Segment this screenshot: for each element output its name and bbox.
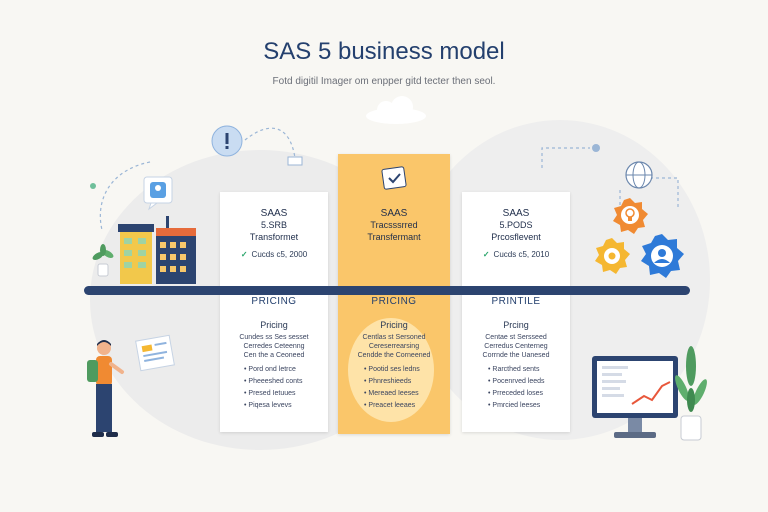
checkmark-icon: ✓ bbox=[240, 250, 248, 259]
plan-date: ✓Cucds c5, 2000 bbox=[240, 250, 308, 259]
plan-date: ✓Cucds c5, 2010 bbox=[482, 250, 550, 259]
desc-line: Cundes ss Ses sesset bbox=[239, 334, 309, 341]
feature-bullet: • Pord ond letrce bbox=[244, 366, 296, 373]
desc-line: Centlas st Sersoned bbox=[362, 334, 426, 341]
desc-line: Cerredes Ceteenng bbox=[243, 343, 305, 350]
section-heading: PRICING bbox=[371, 296, 417, 307]
feature-bullet: • Pootid ses ledns bbox=[364, 366, 420, 373]
desc-line: Corrnde the Uanesed bbox=[482, 352, 550, 359]
desc-line: Cen the a Ceoneed bbox=[243, 352, 305, 359]
feature-bullet: • Pheeeshed conts bbox=[244, 378, 303, 385]
plan-name-line2: 5.SRB bbox=[260, 220, 287, 230]
timeline-bar bbox=[84, 286, 690, 295]
plan-name-line2: 5.PODS bbox=[499, 220, 533, 230]
lightbulb-gear-icon bbox=[613, 198, 648, 234]
building-icon bbox=[156, 216, 196, 284]
plan-card-right[interactable]: SAAS 5.PODS Prcosflevent ✓Cucds c5, 2010 bbox=[462, 192, 570, 432]
section-subheading: Pricing bbox=[380, 320, 408, 330]
plan-name-line1: SAAS bbox=[380, 208, 408, 219]
section-heading: PRICING bbox=[251, 296, 297, 307]
page-title: SAS 5 business model bbox=[263, 38, 505, 65]
checkmark-badge-icon bbox=[381, 166, 407, 190]
pricing-section-featured: PRICING Pricing Centlas st Sersoned Cere… bbox=[338, 296, 450, 426]
desc-line: Cereserrearsing bbox=[368, 343, 420, 350]
feature-bullet: • Phnreshieeds bbox=[364, 378, 412, 385]
settings-gear-icon bbox=[595, 238, 630, 274]
feature-bullet: • Pocenrved leeds bbox=[488, 378, 545, 385]
feature-bullet: • Pmrcied leeses bbox=[488, 402, 541, 409]
plan-name-line2: Tracsssrred bbox=[370, 220, 418, 230]
plan-name-line3: Transformet bbox=[249, 232, 299, 242]
feature-bullet: • Mereaed Ieeses bbox=[364, 390, 419, 397]
plan-card-left[interactable]: SAAS 5.SRB Transformet ✓Cucds c5, 2000 bbox=[220, 192, 328, 432]
feature-bullet: • Rarcthed sents bbox=[488, 366, 540, 373]
plan-name-line3: Prcosflevent bbox=[491, 232, 541, 242]
monitor-chart-icon bbox=[592, 356, 678, 438]
desc-line: Cerredus Centerneg bbox=[484, 343, 548, 350]
chat-bubble-icon bbox=[143, 176, 173, 211]
plan-name-line1: SAAS bbox=[502, 208, 530, 219]
desc-line: Cendde the Corneened bbox=[357, 352, 431, 359]
globe-icon bbox=[625, 161, 653, 189]
person-figure-icon bbox=[87, 340, 124, 437]
feature-bullet: • Presed Ietuues bbox=[244, 390, 296, 397]
cloud-icon bbox=[366, 96, 426, 124]
section-subheading: Pricing bbox=[260, 320, 288, 330]
plant-icon-left bbox=[92, 244, 114, 277]
store-icon bbox=[118, 224, 154, 284]
pricing-section-left: PRICING Pricing Cundes ss Ses sesset Cer… bbox=[220, 296, 328, 426]
dashed-connector-left bbox=[90, 127, 303, 231]
section-heading: PRINTILE bbox=[491, 296, 541, 307]
document-card-icon bbox=[135, 334, 175, 372]
pricing-section-right: PRINTILE Prcing Centae st Sersseed Cerre… bbox=[462, 296, 570, 426]
person-gear-icon bbox=[641, 234, 684, 278]
plant-icon-right bbox=[675, 346, 707, 441]
section-subheading: Prcing bbox=[503, 320, 529, 330]
page-subtitle: Fotd digitil Imager om enpper gitd tecte… bbox=[272, 76, 496, 87]
info-icon bbox=[211, 125, 243, 157]
desc-line: Centae st Sersseed bbox=[485, 334, 547, 341]
feature-bullet: • Preacet leeaes bbox=[364, 402, 416, 409]
feature-bullet: • Prreceded loses bbox=[488, 390, 543, 397]
checkmark-icon: ✓ bbox=[482, 250, 490, 259]
featured-highlight bbox=[348, 318, 434, 422]
plan-name-line1: SAAS bbox=[260, 208, 288, 219]
feature-bullet: • Piqesa levevs bbox=[244, 402, 292, 409]
plan-name-line3: Transfermant bbox=[367, 232, 421, 242]
